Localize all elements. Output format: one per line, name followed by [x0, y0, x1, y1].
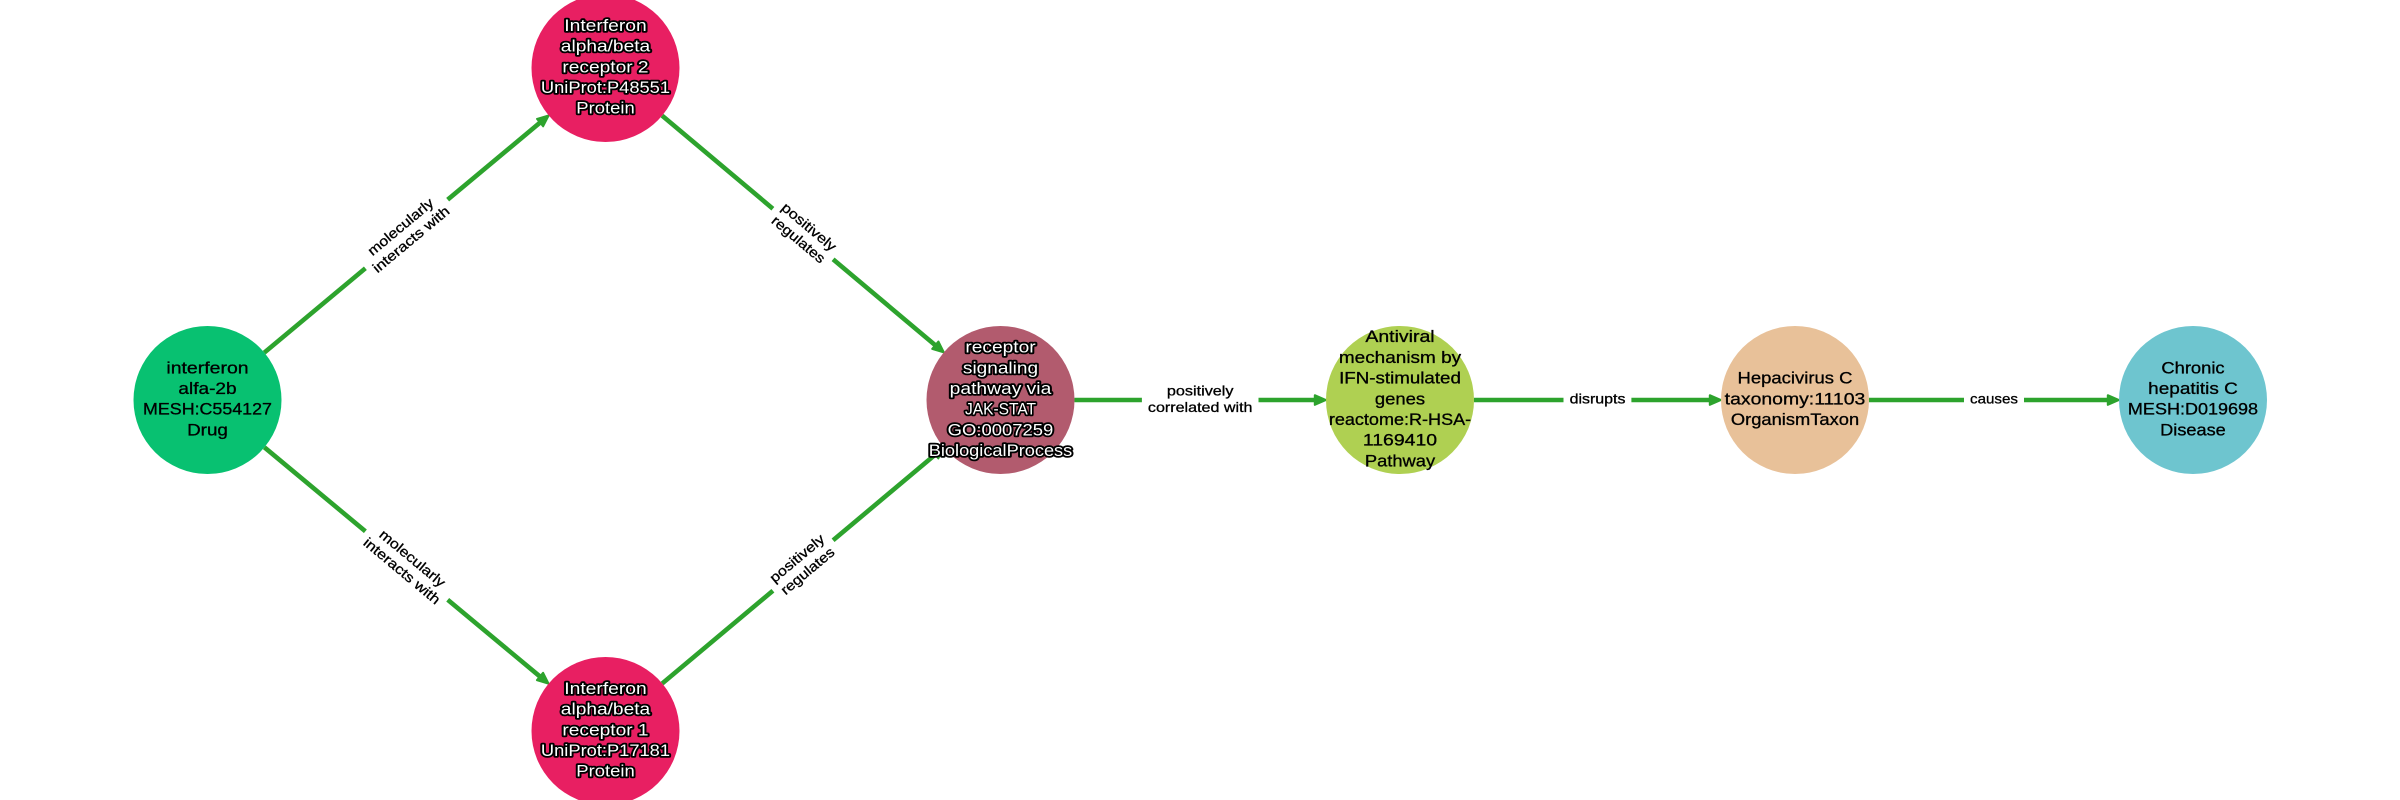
svg-text:MESH:C554127: MESH:C554127 — [143, 400, 272, 419]
svg-text:receptor 1: receptor 1 — [562, 720, 648, 739]
svg-text:Disease: Disease — [2160, 420, 2226, 439]
svg-text:correlated with: correlated with — [1148, 399, 1253, 415]
svg-text:Drug: Drug — [187, 420, 228, 439]
svg-text:Pathway: Pathway — [1365, 451, 1436, 470]
svg-text:Protein: Protein — [576, 99, 634, 118]
svg-text:interferon: interferon — [166, 358, 248, 377]
svg-text:alfa-2b: alfa-2b — [178, 379, 236, 398]
svg-text:IFN-stimulated: IFN-stimulated — [1339, 369, 1461, 388]
svg-text:UniProt:P17181: UniProt:P17181 — [541, 741, 670, 760]
svg-text:UniProt:P48551: UniProt:P48551 — [541, 78, 670, 97]
svg-text:taxonomy:11103: taxonomy:11103 — [1725, 389, 1866, 408]
svg-text:MESH:D019698: MESH:D019698 — [2128, 400, 2258, 419]
svg-text:mechanism by: mechanism by — [1339, 348, 1462, 367]
svg-text:JAK-STAT: JAK-STAT — [965, 400, 1036, 419]
svg-text:OrganismTaxon: OrganismTaxon — [1731, 410, 1859, 429]
svg-text:Antiviral: Antiviral — [1365, 327, 1434, 346]
svg-text:Protein: Protein — [576, 762, 634, 781]
svg-text:1169410: 1169410 — [1363, 431, 1437, 450]
svg-text:BiologicalProcess: BiologicalProcess — [929, 441, 1073, 460]
svg-text:signaling: signaling — [963, 358, 1038, 377]
svg-text:GO:0007259: GO:0007259 — [948, 420, 1054, 439]
svg-text:Hepacivirus C: Hepacivirus C — [1738, 369, 1853, 388]
svg-text:Chronic: Chronic — [2161, 358, 2224, 377]
svg-text:hepatitis C: hepatitis C — [2148, 379, 2238, 398]
svg-text:positively: positively — [1167, 382, 1234, 398]
svg-text:disrupts: disrupts — [1570, 391, 1626, 407]
svg-text:alpha/beta: alpha/beta — [561, 700, 651, 719]
svg-text:receptor: receptor — [965, 338, 1036, 357]
svg-text:pathway via: pathway via — [950, 379, 1052, 398]
svg-text:causes: causes — [1970, 391, 2018, 407]
svg-text:alpha/beta: alpha/beta — [561, 37, 651, 56]
svg-text:reactome:R-HSA-: reactome:R-HSA- — [1329, 410, 1471, 429]
svg-text:Interferon: Interferon — [564, 679, 647, 698]
svg-text:Interferon: Interferon — [564, 16, 647, 35]
svg-text:genes: genes — [1375, 389, 1425, 408]
svg-text:receptor 2: receptor 2 — [562, 57, 648, 76]
